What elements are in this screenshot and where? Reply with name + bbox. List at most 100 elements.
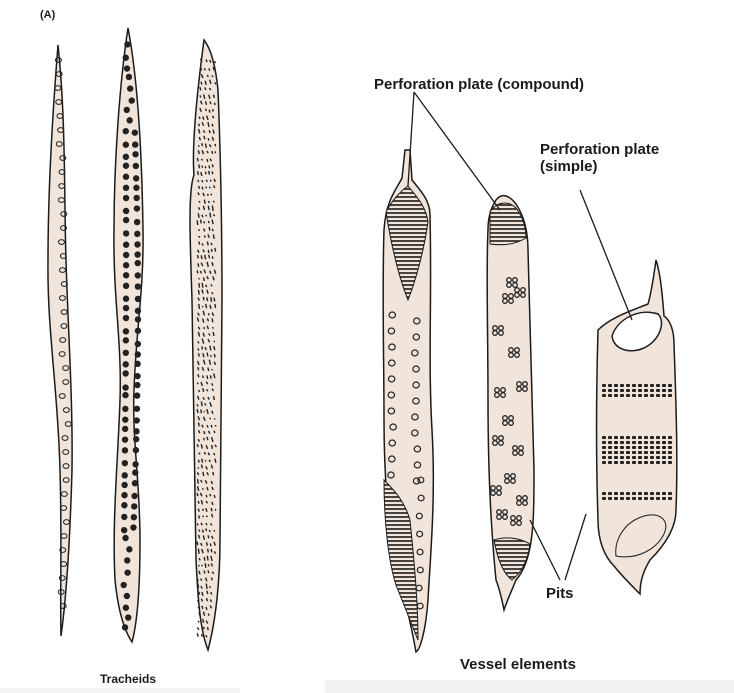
pit-dark — [135, 351, 141, 357]
pit-dark — [132, 480, 138, 486]
pit-band-dot — [632, 451, 636, 454]
pit-slit — [215, 304, 216, 308]
pit-slit — [207, 556, 208, 561]
pit-dark — [132, 151, 138, 157]
pit-dark — [135, 316, 141, 322]
pit-band-dot — [632, 497, 636, 500]
pit-slit — [209, 530, 210, 532]
pit-band-dot — [638, 394, 642, 397]
compound-plate-top-v2 — [490, 203, 526, 245]
pit-band-dot — [638, 441, 642, 444]
pit-slit — [202, 306, 203, 307]
pit-slit — [201, 159, 202, 160]
pit-slit — [203, 353, 204, 357]
label-perforation-plate-compound: Perforation plate (compound) — [374, 76, 584, 93]
pit-band-dot — [638, 389, 642, 392]
pit-slit — [207, 159, 208, 162]
pit-band-dot — [668, 456, 672, 459]
pit-band-dot — [602, 461, 606, 464]
pit-band-dot — [650, 492, 654, 495]
pit-band-dot — [662, 461, 666, 464]
pit-dark — [126, 117, 132, 123]
pit-dark — [134, 382, 140, 388]
pit-slit — [198, 584, 199, 588]
pit-dark — [134, 361, 140, 367]
pit-dark — [134, 251, 140, 257]
pit-slit — [209, 255, 210, 259]
pit-dark — [122, 384, 128, 390]
pit-band-dot — [644, 446, 648, 449]
pit-slit — [202, 143, 203, 146]
pit-slit — [198, 621, 199, 622]
pit-band-dot — [626, 389, 630, 392]
pit-dark — [133, 185, 139, 191]
pit-band-dot — [626, 441, 630, 444]
pit-dark — [134, 406, 140, 412]
pit-band-dot — [650, 451, 654, 454]
pit-slit — [197, 493, 198, 496]
pit-band-dot — [638, 446, 642, 449]
pit-slit — [198, 278, 199, 279]
pit-slit — [201, 255, 202, 259]
pit-slit — [213, 67, 214, 70]
pit-slit — [199, 236, 200, 237]
pit-dark — [123, 252, 129, 258]
pit-band-dot — [608, 456, 612, 459]
pit-slit — [207, 591, 208, 594]
pit-slit — [206, 180, 207, 182]
pit-band-dot — [668, 394, 672, 397]
pit-slit — [205, 166, 206, 168]
pit-band-dot — [638, 384, 642, 387]
pit-dark — [133, 436, 139, 442]
pit-dark — [121, 582, 127, 588]
pit-band-dot — [602, 389, 606, 392]
pit-band-dot — [656, 394, 660, 397]
pit-slit — [212, 229, 213, 231]
pit-band-dot — [644, 389, 648, 392]
pit-slit — [204, 136, 205, 140]
pit-slit — [201, 220, 202, 224]
pit-band-dot — [650, 389, 654, 392]
pit-slit — [209, 187, 210, 188]
pit-slit — [206, 109, 207, 111]
pit-band-dot — [650, 461, 654, 464]
pit-slit — [199, 186, 200, 189]
pit-dark — [134, 219, 140, 225]
pit-slit — [206, 516, 207, 517]
pit-slit — [204, 236, 205, 238]
pit-slit — [208, 138, 209, 140]
pit-dark — [122, 624, 128, 630]
pit-band-dot — [620, 384, 624, 387]
pit-band-dot — [662, 441, 666, 444]
pit-slit — [207, 542, 208, 546]
pit-slit — [199, 283, 200, 287]
pit-band-dot — [668, 389, 672, 392]
pit-dark — [132, 469, 138, 475]
pit-slit — [214, 530, 215, 532]
pit-band-dot — [632, 492, 636, 495]
pit-dark — [123, 272, 129, 278]
pit-slit — [202, 606, 203, 609]
pit-slit — [211, 578, 212, 581]
pit-band-dot — [644, 492, 648, 495]
pit-slit — [203, 388, 204, 392]
pit-slit — [215, 425, 216, 426]
pit-slit — [203, 297, 204, 301]
pit-dark — [134, 373, 140, 379]
pit-slit — [215, 144, 216, 146]
pit-band-dot — [626, 461, 630, 464]
pit-dark — [122, 406, 128, 412]
pit-band-dot — [620, 446, 624, 449]
pit-slit — [212, 171, 213, 174]
pit-band-dot — [608, 384, 612, 387]
pit-slit — [208, 614, 209, 616]
caption-tracheids: Tracheids — [100, 673, 156, 687]
pit-slit — [212, 383, 213, 385]
pit-band-dot — [650, 394, 654, 397]
pit-slit — [204, 411, 205, 412]
pit-band-dot — [620, 461, 624, 464]
pit-slit — [206, 607, 207, 610]
pit-slit — [197, 409, 198, 413]
pit-dark — [121, 502, 127, 508]
pit-band-dot — [614, 384, 618, 387]
